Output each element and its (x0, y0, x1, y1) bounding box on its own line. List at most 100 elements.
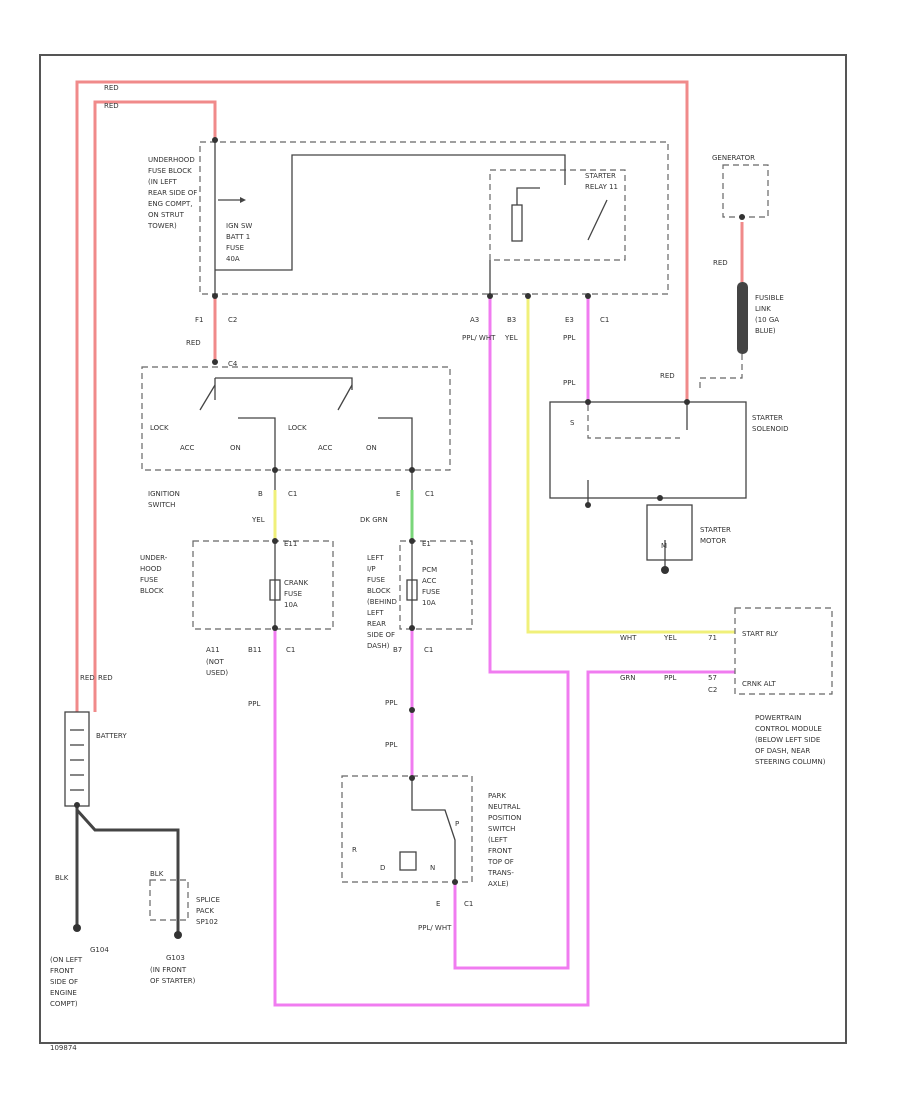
label-b11: B11 (248, 646, 262, 654)
pin (272, 538, 278, 544)
label-e1: E1 (422, 540, 431, 548)
underhood-fuse-block-box (199, 141, 669, 295)
label-c4: C4 (228, 360, 238, 368)
label-left-ip-fuse: LEFT I/P FUSE BLOCK (BEHIND LEFT REAR SI… (367, 554, 399, 650)
label-generator: GENERATOR (712, 154, 755, 162)
label-start-rly: START RLY (742, 630, 779, 638)
label-red-mid: RED (186, 339, 201, 347)
pin (272, 467, 278, 473)
label-on-2: ON (366, 444, 377, 452)
label-blk-2: BLK (150, 870, 164, 878)
label-e3: E3 (565, 316, 574, 324)
label-pin-57: 57 (708, 674, 717, 682)
wire-red-battery-solenoid (75, 80, 689, 712)
label-d-pos: D (380, 864, 385, 872)
label-grn: GRN (620, 674, 636, 682)
splice-pack-box (149, 879, 189, 921)
pnp-internal (411, 778, 456, 882)
label-f1: F1 (195, 316, 203, 324)
label-wht: WHT (620, 634, 637, 642)
pcm-fuse (406, 579, 418, 601)
ign-switch-out-e (378, 417, 413, 490)
starter-relay-box (489, 169, 626, 261)
label-red-top: RED (104, 84, 119, 92)
label-yel-top: YEL (504, 334, 518, 342)
label-yel-pcm: YEL (663, 634, 677, 642)
label-red-gen: RED (713, 259, 728, 267)
wire-yellow-start-relay (526, 296, 735, 634)
ign-switch-out-b (238, 417, 276, 490)
label-fuse-block-desc: UNDERHOOD FUSE BLOCK (IN LEFT REAR SIDE … (147, 156, 199, 230)
underhood-fuse-block-box-2 (192, 540, 334, 630)
pin (73, 924, 81, 932)
generator-box (722, 164, 769, 218)
label-pcm-desc: POWERTRAIN CONTROL MODULE (BELOW LEFT SI… (755, 714, 826, 766)
label-g104: G104 (90, 946, 109, 954)
fuse-block-arrowhead (240, 197, 246, 203)
pin (684, 399, 690, 405)
label-starter-solenoid: STARTER SOLENOID (752, 414, 788, 433)
label-crank-fuse: CRANK FUSE 10A (284, 579, 310, 609)
pin (212, 359, 218, 365)
label-blk-1: BLK (55, 874, 69, 882)
pin (409, 775, 415, 781)
label-ppl-b: PPL (385, 741, 397, 749)
label-c1-b: C1 (288, 490, 297, 498)
pin (212, 293, 218, 299)
label-e-pnp: E (436, 900, 440, 908)
pin (212, 137, 218, 143)
label-not-used: (NOT USED) (206, 658, 228, 677)
label-ppl-pcm: PPL (664, 674, 676, 682)
pin (585, 399, 591, 405)
pin (585, 293, 591, 299)
pin (272, 625, 278, 631)
relay-contact (587, 199, 608, 241)
fusible-link (737, 282, 748, 354)
label-diagram-id: 109874 (50, 1044, 77, 1052)
label-yel-mid: YEL (251, 516, 265, 524)
pin (74, 802, 80, 808)
label-ppl-wht-top: PPL/ WHT (462, 334, 496, 342)
starter-motor-box (646, 504, 693, 561)
ign-switch-2-blade (337, 384, 353, 411)
pin (409, 625, 415, 631)
pin (174, 931, 182, 939)
ign-switch-bus (215, 377, 353, 390)
pnp-n-box (399, 851, 417, 871)
label-b-pin: B (258, 490, 263, 498)
pin (409, 467, 415, 473)
pin (657, 495, 663, 501)
label-red-batt2: RED (98, 674, 113, 682)
label-ppl-sol: PPL (563, 379, 575, 387)
label-starter-motor: STARTER MOTOR (700, 526, 733, 545)
pin (739, 214, 745, 220)
pin (525, 293, 531, 299)
label-c1-top: C1 (600, 316, 609, 324)
label-splice-pack: SPLICE PACK SP102 (196, 896, 222, 926)
label-g103: G103 (166, 954, 185, 962)
label-c2: C2 (228, 316, 237, 324)
label-red-batt: RED (80, 674, 95, 682)
wire-black-ground-g103 (75, 808, 180, 935)
label-on-1: ON (230, 444, 241, 452)
relay-coil-leads (516, 187, 540, 205)
label-dk-grn: DK GRN (360, 516, 388, 524)
label-ppl-top: PPL (563, 334, 575, 342)
pin (661, 566, 669, 574)
label-lock-1: LOCK (150, 424, 169, 432)
label-underhood-fuse: UNDER- HOOD FUSE BLOCK (140, 554, 170, 595)
label-pcm-fuse: PCM ACC FUSE 10A (422, 566, 442, 607)
label-pin-71: 71 (708, 634, 717, 642)
label-b7: B7 (393, 646, 402, 654)
label-starter-relay: STARTER RELAY 11 (585, 172, 618, 191)
label-c1-e: C1 (425, 490, 434, 498)
label-g-front: (IN FRONT OF STARTER) (150, 966, 196, 985)
wire-red-battery-fuse-block (93, 100, 217, 712)
crank-fuse (269, 579, 281, 601)
label-acc-1: ACC (180, 444, 195, 452)
wire-pink-crank-alt (453, 296, 570, 970)
label-c1-b11: C1 (286, 646, 295, 654)
label-m-symbol: M (661, 542, 667, 550)
wire-pink-crank-fuse-pcm (273, 628, 735, 1007)
